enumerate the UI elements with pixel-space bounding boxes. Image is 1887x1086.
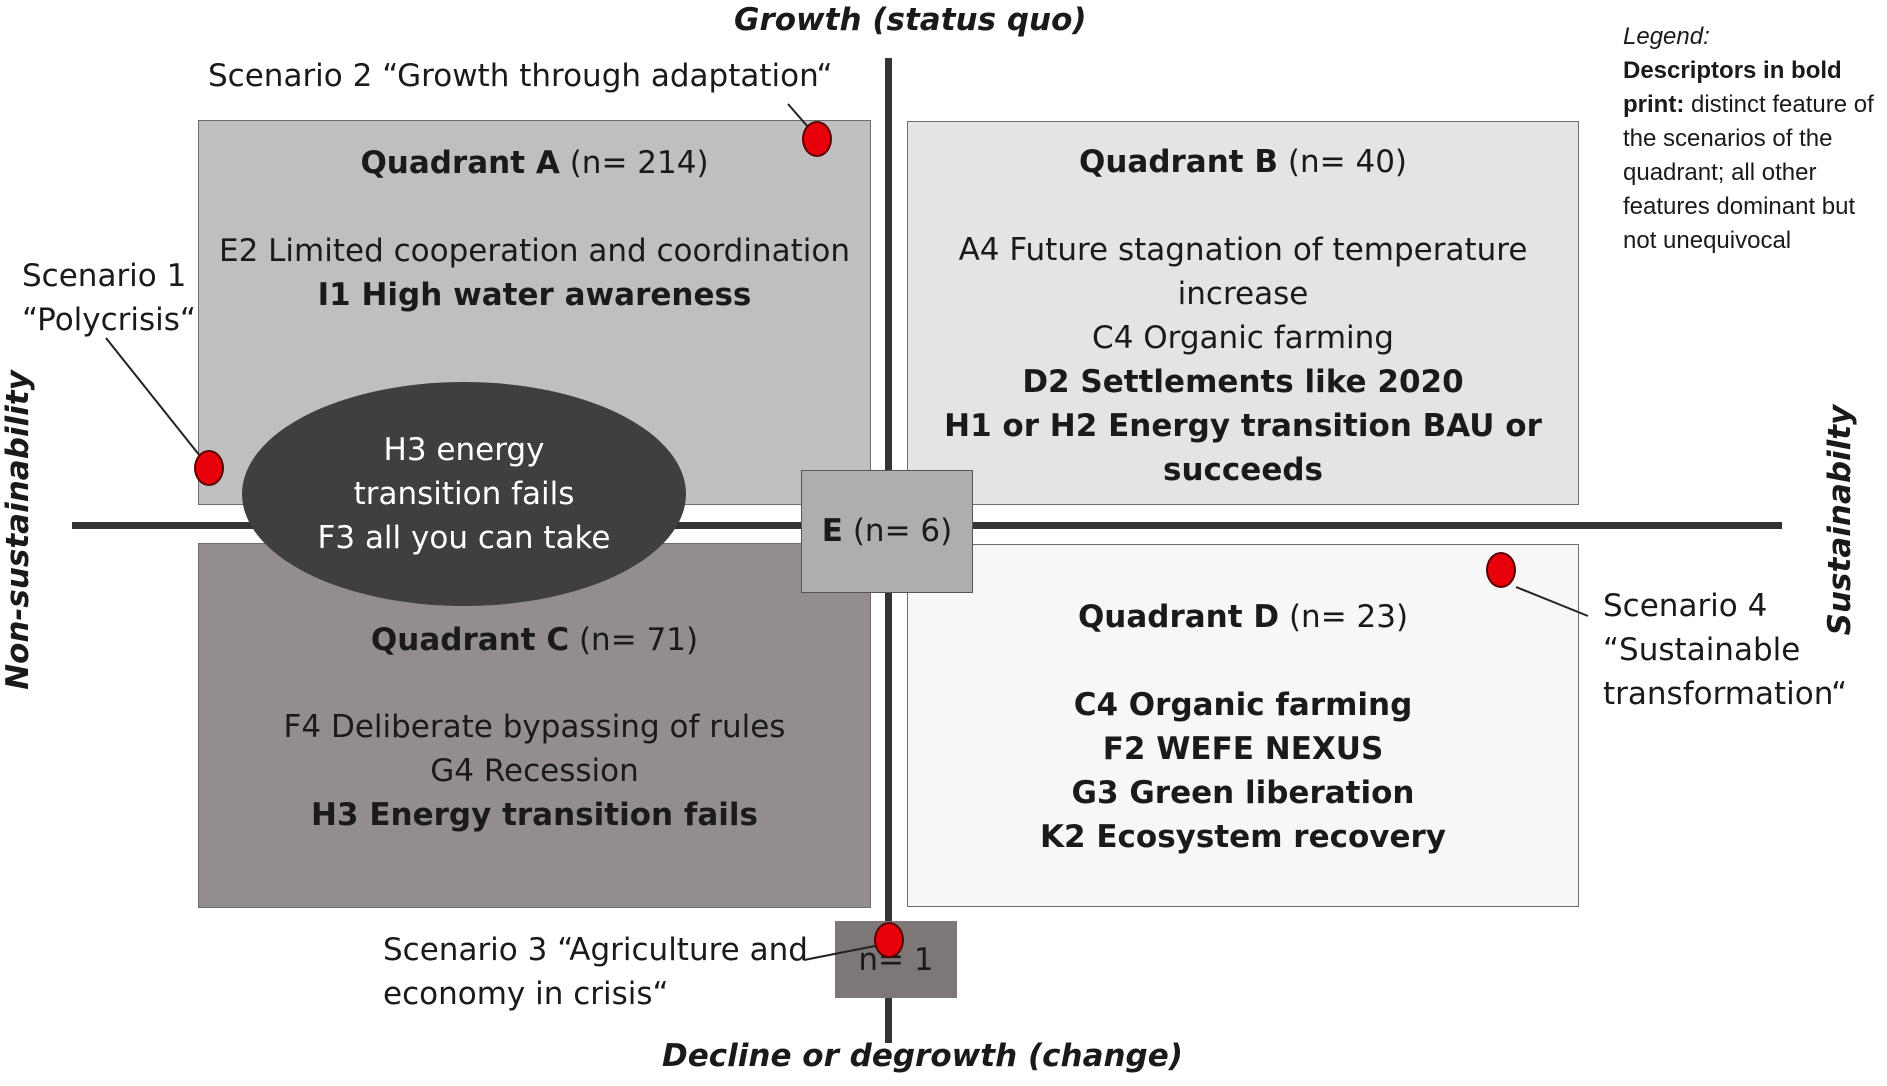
scenario-3-title: Scenario 3 “Agriculture and — [383, 932, 808, 968]
center-box-name: E — [821, 513, 843, 549]
ellipse-h3-f3: H3 energy transition fails F3 all you ca… — [242, 382, 686, 606]
quadrant-b-count: (n= 40) — [1278, 144, 1408, 180]
legend-body: Descriptors in bold print: distinct feat… — [1623, 54, 1885, 258]
quadrant-a-count: (n= 214) — [559, 145, 709, 181]
scenario-4-label: Scenario 4 “Sustainable transformation“ — [1603, 584, 1847, 716]
quadrant-a-descriptor: E2 Limited cooperation and coordination — [219, 233, 850, 269]
quadrant-b-descriptor-bold: D2 Settlements like 2020 — [1022, 364, 1464, 400]
quadrant-d-name: Quadrant D — [1077, 599, 1280, 635]
quadrant-d-descriptor-bold: G3 Green liberation — [1071, 775, 1415, 811]
scenario-2-title: Scenario 2 “Growth through adaptation“ — [208, 58, 833, 94]
legend-title: Legend: — [1623, 23, 1710, 50]
quadrant-d-descriptor-bold: K2 Ecosystem recovery — [1040, 819, 1446, 855]
quadrant-c-descriptor: F4 Deliberate bypassing of rules — [283, 709, 786, 745]
legend: Legend: Descriptors in bold print: disti… — [1623, 20, 1885, 258]
quadrant-a-descriptor-bold: I1 High water awareness — [317, 277, 752, 313]
leader-line-scenario-4 — [1515, 586, 1589, 617]
center-box-count: (n= 6) — [842, 513, 953, 549]
scenario-4-title: Scenario 4 — [1603, 588, 1768, 624]
scenario-4-marker — [1486, 552, 1516, 588]
scenario-1-marker — [194, 450, 224, 486]
quadrant-a-name: Quadrant A — [360, 145, 560, 181]
quadrant-b: Quadrant B (n= 40) A4 Future stagnation … — [907, 121, 1579, 505]
quadrant-d-descriptor-bold: F2 WEFE NEXUS — [1102, 731, 1384, 767]
ellipse-line: H3 energy — [383, 432, 545, 468]
quadrant-c: Quadrant C (n= 71) F4 Deliberate bypassi… — [198, 543, 871, 908]
quadrant-c-count: (n= 71) — [569, 622, 699, 658]
scenario-2-label: Scenario 2 “Growth through adaptation“ — [208, 54, 833, 98]
center-box-e: E (n= 6) — [801, 470, 973, 593]
leader-line-scenario-3 — [803, 943, 886, 961]
quadrant-c-name: Quadrant C — [370, 622, 570, 658]
scenario-4-subtitle: transformation“ — [1603, 676, 1848, 712]
quadrant-b-descriptor-bold: H1 or H2 Energy transition BAU or — [944, 408, 1542, 444]
quadrant-b-descriptor-bold: succeeds — [1163, 452, 1323, 488]
ellipse-line: F3 all you can take — [317, 520, 611, 556]
scenario-1-subtitle: “Polycrisis“ — [22, 302, 196, 338]
scenario-4-subtitle: “Sustainable — [1603, 632, 1801, 668]
axis-title-bottom: Decline or degrowth (change) — [662, 1038, 1183, 1074]
scenario-3-marker — [874, 922, 904, 958]
quadrant-d-descriptor-bold: C4 Organic farming — [1073, 687, 1413, 723]
legend-bold-text: Descriptors in bold print: — [1623, 57, 1842, 118]
scenario-3-subtitle: economy in crisis“ — [383, 976, 669, 1012]
quadrant-b-descriptor: increase — [1177, 276, 1309, 312]
scenario-1-label: Scenario 1 “Polycrisis“ — [22, 254, 196, 342]
scenario-3-label: Scenario 3 “Agriculture and economy in c… — [383, 928, 808, 1016]
quadrant-b-name: Quadrant B — [1078, 144, 1279, 180]
quadrant-c-descriptor: G4 Recession — [430, 753, 639, 789]
ellipse-line: transition fails — [353, 476, 575, 512]
quadrant-b-descriptor: A4 Future stagnation of temperature — [958, 232, 1528, 268]
quadrant-d: Quadrant D (n= 23) C4 Organic farming F2… — [907, 544, 1579, 907]
scenario-2-marker — [802, 121, 832, 157]
leader-line-scenario-1 — [105, 337, 201, 457]
legend-body-text: distinct feature of the scenarios of the… — [1623, 91, 1874, 254]
quadrant-b-descriptor: C4 Organic farming — [1092, 320, 1394, 356]
axis-title-top: Growth (status quo) — [734, 2, 1087, 38]
scenario-1-title: Scenario 1 — [22, 258, 187, 294]
quadrant-d-count: (n= 23) — [1279, 599, 1409, 635]
quadrant-c-descriptor-bold: H3 Energy transition fails — [311, 797, 758, 833]
